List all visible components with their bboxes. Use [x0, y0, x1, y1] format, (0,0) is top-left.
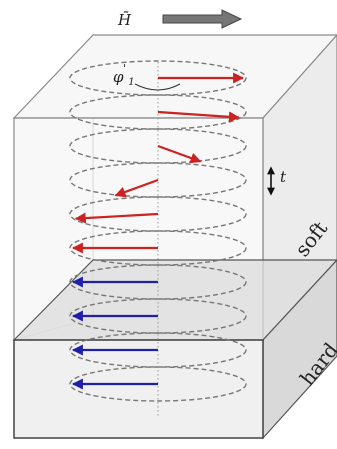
- angle-arc: [134, 83, 181, 91]
- field-label: H̄: [117, 11, 132, 29]
- soft-magnetization-arrow: [74, 212, 159, 224]
- angle-subscript: 1: [128, 77, 134, 88]
- soft-magnetization-arrow: [157, 144, 202, 164]
- thickness-label: t: [280, 168, 287, 186]
- magnetization-arrows: [71, 72, 245, 390]
- angle-symbol: φ: [113, 68, 124, 86]
- soft-magnetization-arrow: [114, 178, 159, 198]
- field-arrow: [162, 9, 243, 29]
- hard-layer-front-face: [13, 339, 264, 439]
- angle-label: φ 1: [113, 68, 135, 88]
- soft-magnetization-arrow: [157, 110, 240, 123]
- angle-superscript: ': [123, 62, 126, 75]
